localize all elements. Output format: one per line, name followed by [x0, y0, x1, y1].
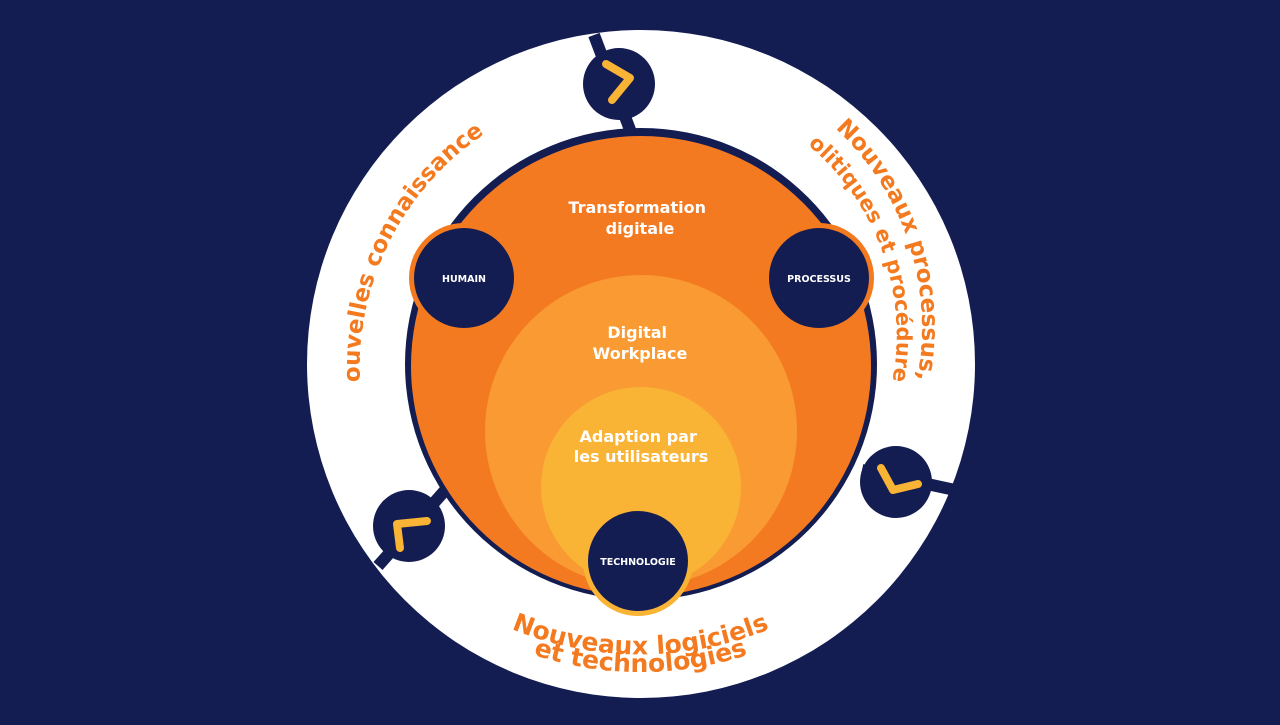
chevron-up-right-icon	[393, 517, 431, 552]
node-technologie: TECHNOLOGIE	[583, 506, 693, 616]
node-technologie-label: TECHNOLOGIE	[600, 557, 676, 568]
label-adaption-utilisateurs: Adaption par les utilisateurs	[574, 427, 709, 466]
node-processus-label: PROCESSUS	[787, 274, 851, 285]
label-digital-workplace: Digital Workplace	[593, 323, 688, 363]
node-processus: PROCESSUS	[764, 223, 874, 333]
chevron-right-icon	[602, 60, 634, 104]
arrow-badge-left	[373, 490, 445, 562]
arrow-badge-right	[860, 446, 932, 518]
label-transformation-digitale: Transformation digitale	[568, 198, 711, 238]
chevron-down-icon	[877, 464, 922, 494]
node-humain-label: HUMAIN	[442, 274, 486, 285]
node-humain: HUMAIN	[409, 223, 519, 333]
arrow-badge-top	[583, 48, 655, 120]
